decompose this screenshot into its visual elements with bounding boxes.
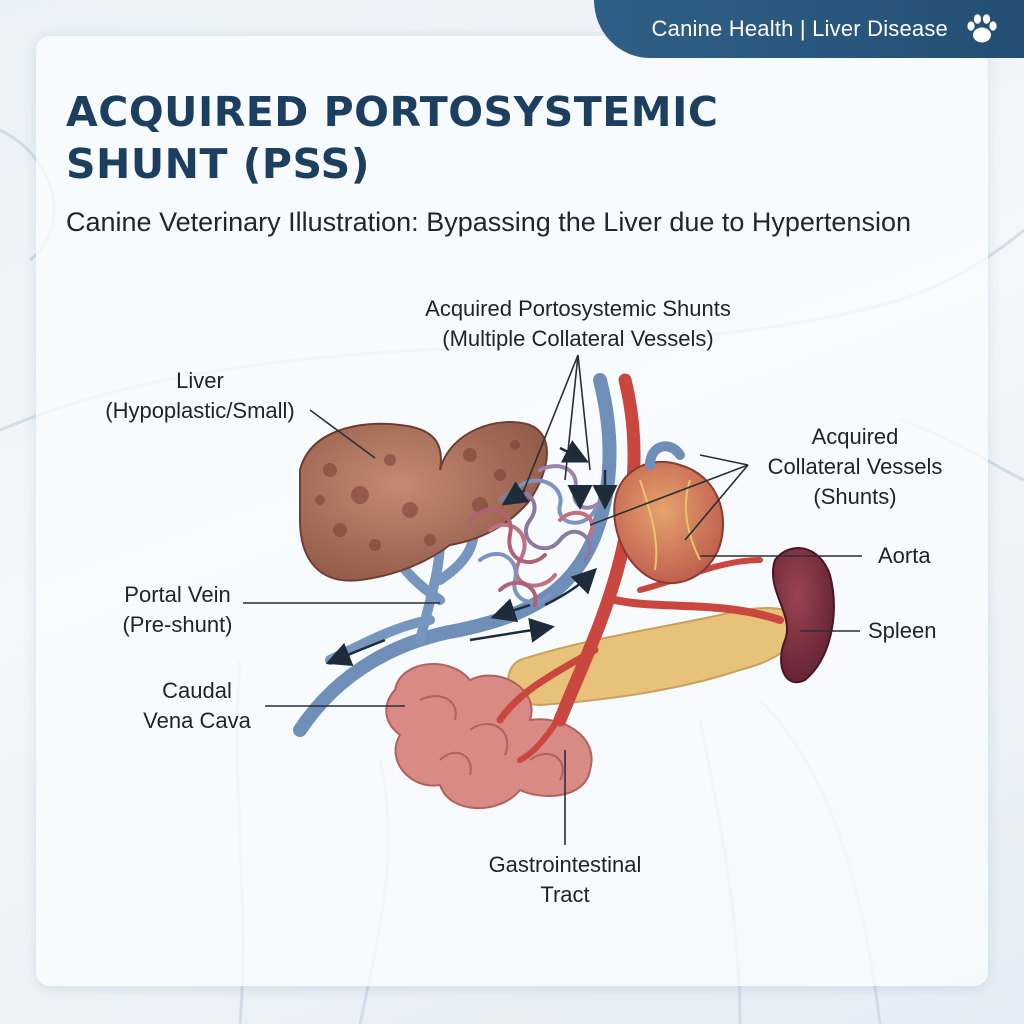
label-cava-line-2: Vena Cava [143, 708, 251, 733]
category-tag: Canine Health | Liver Disease [651, 16, 948, 41]
heart [613, 441, 725, 585]
label-liver-line-2: (Hypoplastic/Small) [105, 398, 295, 423]
label-collateral-vessels: Acquired Collateral Vessels (Shunts) [750, 422, 960, 512]
label-spleen-text: Spleen [868, 618, 937, 643]
label-gi-line-2: Tract [540, 882, 590, 907]
paw-icon [967, 14, 997, 43]
page-title: ACQUIRED PORTOSYSTEMIC SHUNT (PSS) [66, 86, 786, 190]
blood-flow-arrows [325, 440, 618, 667]
label-spleen: Spleen [868, 616, 937, 646]
label-liver: Liver (Hypoplastic/Small) [90, 366, 310, 426]
label-gi-line-1: Gastrointestinal [488, 852, 642, 877]
label-collateral-line-2: Collateral Vessels [767, 454, 943, 479]
pancreas [507, 607, 802, 707]
label-portal-line-1: Portal Vein [124, 582, 231, 607]
leader-lines [243, 354, 862, 845]
label-aorta: Aorta [878, 541, 931, 571]
label-aorta-text: Aorta [878, 543, 931, 568]
spleen [772, 547, 835, 684]
label-liver-line-1: Liver [176, 368, 224, 393]
label-cava-line-1: Caudal [162, 678, 232, 703]
label-collateral-line-3: (Shunts) [813, 484, 897, 509]
label-portal-line-2: (Pre-shunt) [122, 612, 233, 637]
page-subtitle: Canine Veterinary Illustration: Bypassin… [66, 207, 911, 237]
gastrointestinal-tract [385, 663, 593, 810]
label-caudal-vena-cava: Caudal Vena Cava [132, 676, 262, 736]
label-acquired-shunts: Acquired Portosystemic Shunts (Multiple … [403, 294, 753, 354]
label-collateral-line-1: Acquired [811, 424, 899, 449]
liver [299, 421, 548, 582]
aorta [496, 373, 784, 763]
label-acquired-shunts-line-1: Acquired Portosystemic Shunts [425, 296, 731, 321]
label-acquired-shunts-line-2: (Multiple Collateral Vessels) [442, 326, 714, 351]
title-line-1: ACQUIRED PORTOSYSTEMIC [66, 88, 719, 136]
label-gastrointestinal-tract: Gastrointestinal Tract [460, 850, 670, 910]
title-line-2: SHUNT (PSS) [66, 140, 370, 188]
label-portal-vein: Portal Vein (Pre-shunt) [110, 580, 245, 640]
category-tab: Canine Health | Liver Disease [594, 0, 1024, 58]
